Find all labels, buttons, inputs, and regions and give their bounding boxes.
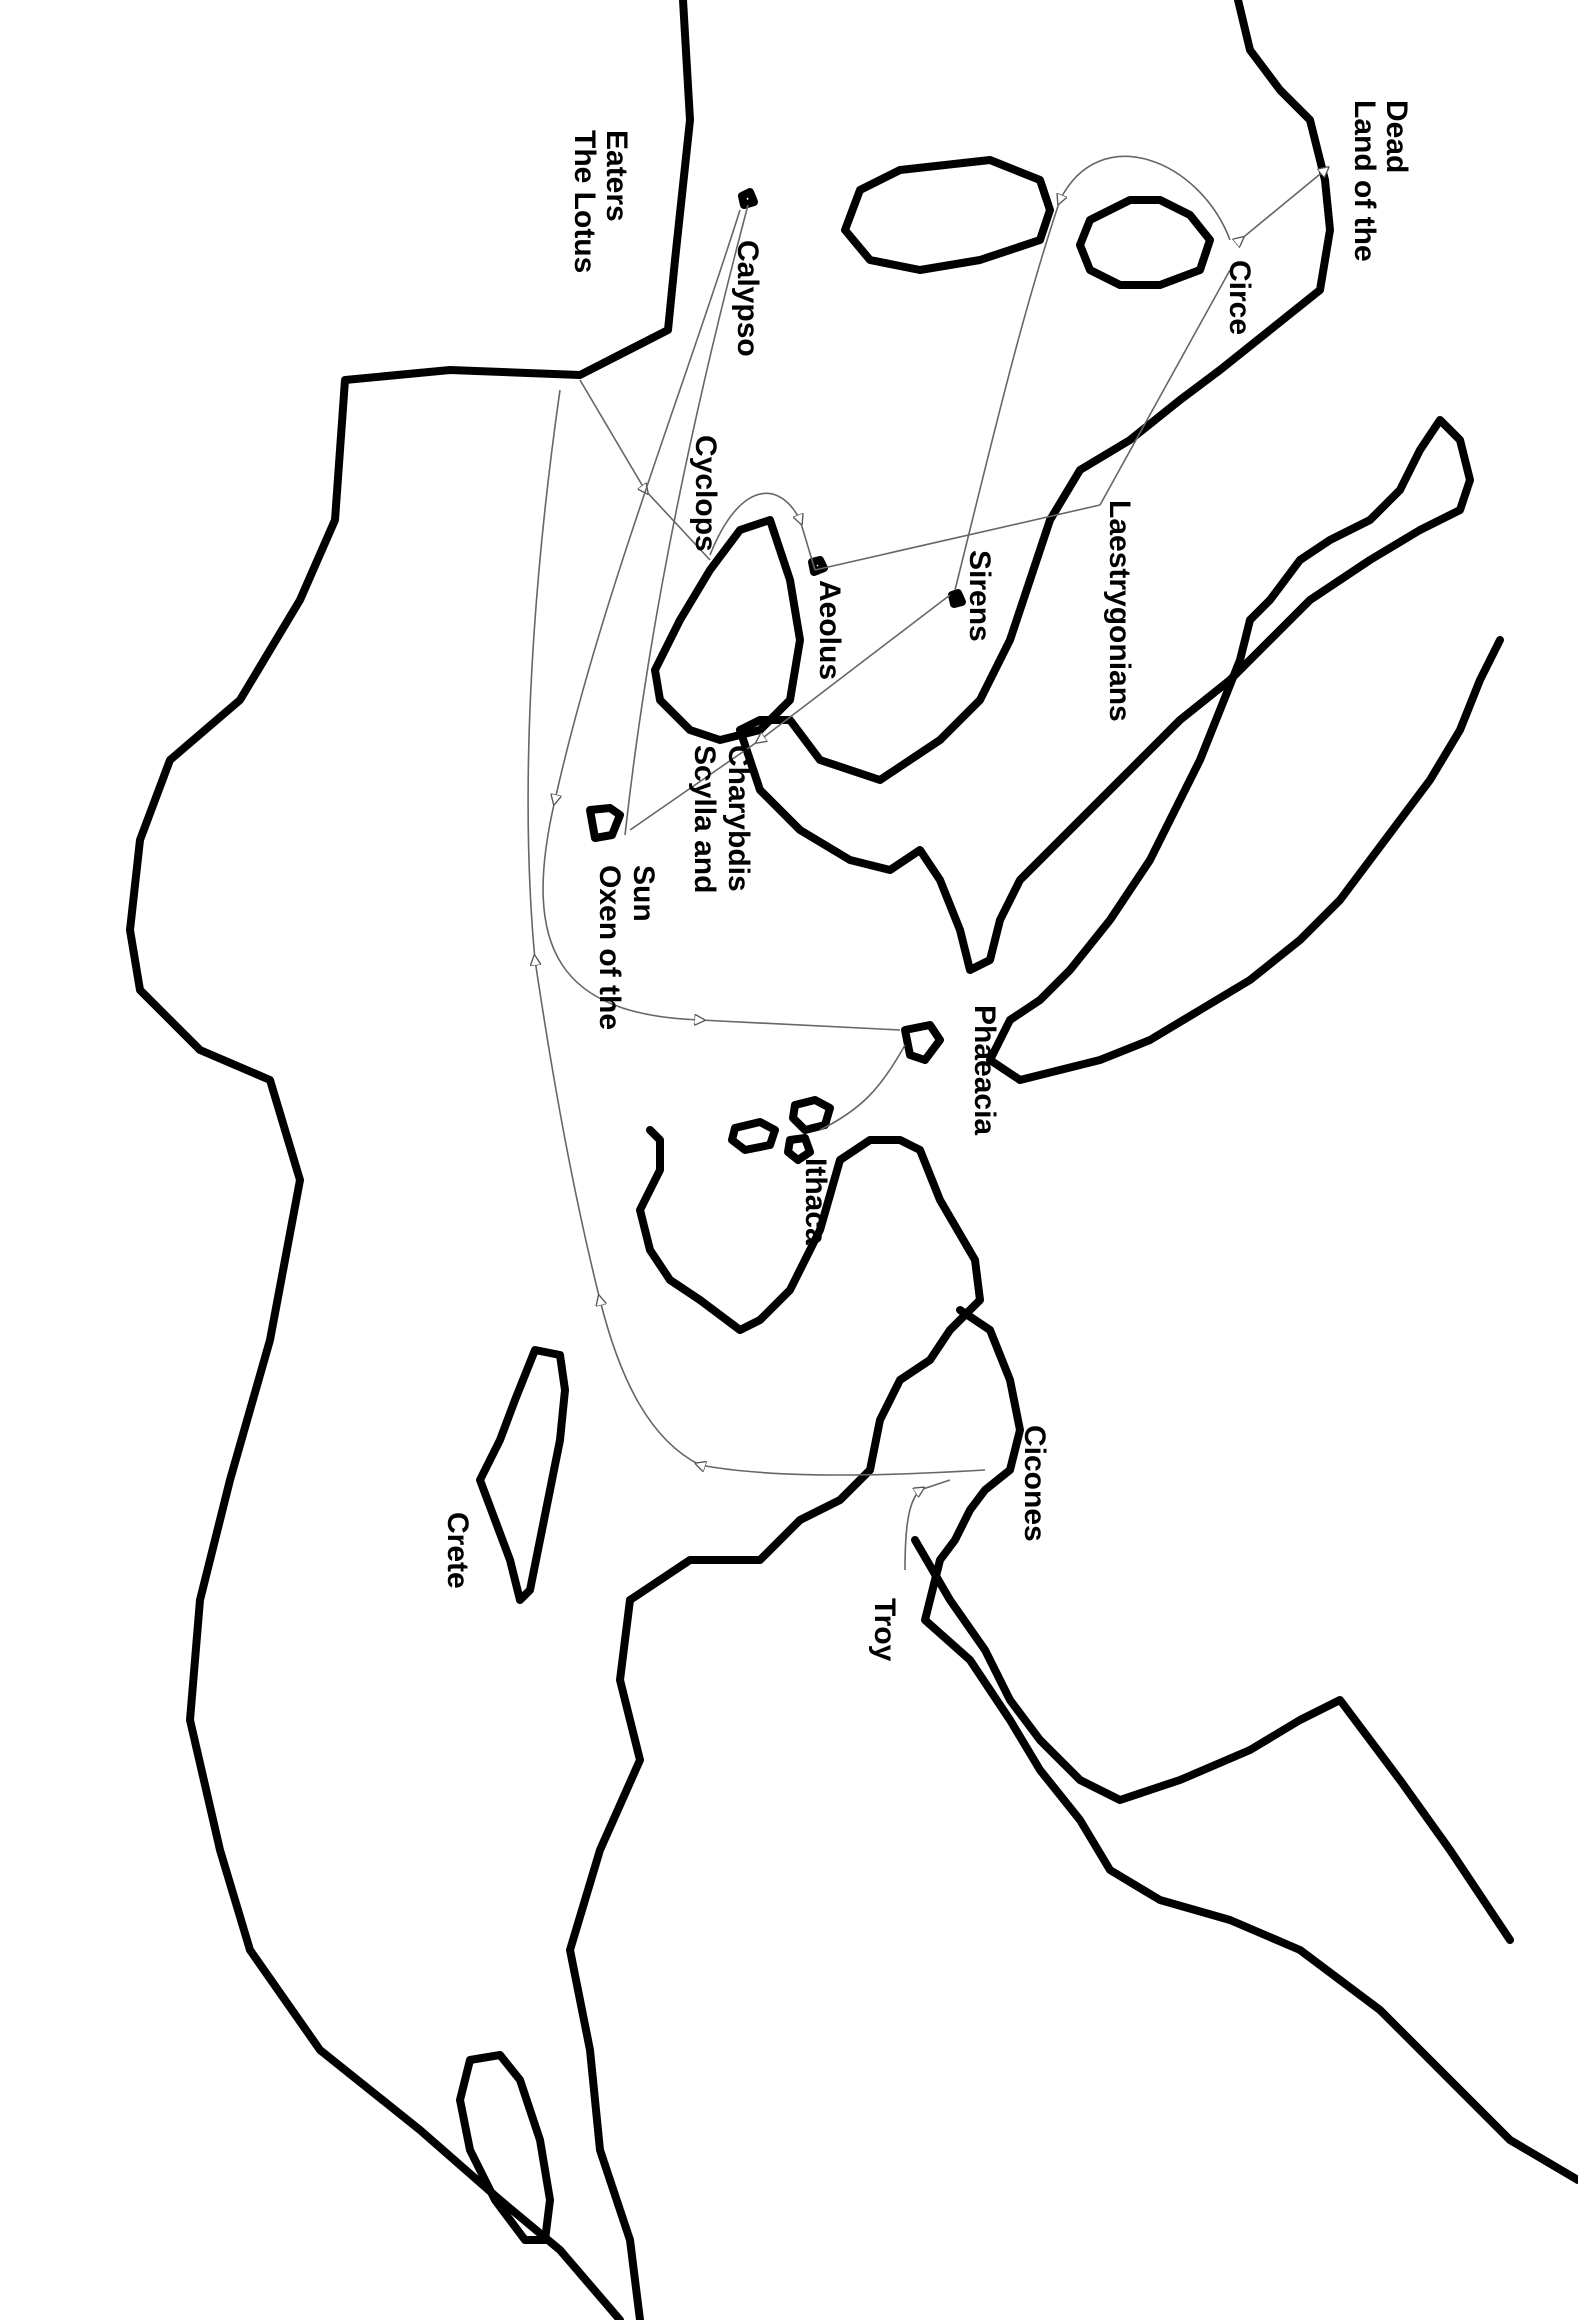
- label-aeolus: Aeolus: [813, 580, 846, 680]
- label-calypso: Calypso: [731, 240, 764, 357]
- label-scylla-and-charybdis: Scylla and Charybdis: [688, 745, 755, 902]
- island-calypso: [738, 188, 758, 209]
- island-circe: [1076, 196, 1214, 289]
- route-circe-sirens: [954, 155, 1231, 591]
- coastlines: [126, 0, 1578, 2320]
- odysseus-route: [527, 155, 1325, 1571]
- island-sirens: [948, 589, 966, 608]
- label-crete: Crete: [441, 1512, 474, 1589]
- route-oxen-calypso: [624, 204, 749, 836]
- label-cyclops: Cyclops: [689, 435, 722, 552]
- label-oxen-of-the-sun: Oxen of the Sun: [593, 865, 660, 1038]
- route-cicones-lotus: [527, 389, 986, 1476]
- island-ithaca-3: [784, 1134, 814, 1164]
- place-labels: Land of the Dead The Lotus Eaters Calyps…: [441, 100, 1413, 1662]
- label-land-of-the-dead: Land of the Dead: [1348, 100, 1413, 270]
- label-ithaca: Ithaca: [799, 1158, 832, 1245]
- coast-west-mainland: [126, 0, 694, 2320]
- route-circe-dead: [1240, 170, 1325, 240]
- route-phaeacia-ithaca: [819, 1044, 906, 1131]
- coast-south-peninsula: [566, 1126, 984, 2320]
- route-laestry-circe: [1099, 269, 1231, 506]
- route-aeolus-laestry: [814, 504, 1101, 571]
- route-calypso-phaeacia: [542, 209, 901, 1031]
- label-laestrygonians: Laestrygonians: [1103, 500, 1136, 722]
- island-oxen: [586, 804, 624, 842]
- label-circe: Circe: [1223, 260, 1256, 335]
- coast-north-gulf: [736, 416, 1474, 974]
- label-cicones: Cicones: [1018, 1425, 1051, 1542]
- island-ithaca-2: [728, 1118, 779, 1154]
- coast-east: [921, 1306, 1578, 2184]
- label-troy: Troy: [868, 1598, 901, 1662]
- label-phaeacia: Phaeacia: [968, 1005, 1001, 1135]
- island-south: [456, 2051, 554, 2244]
- island-central: [651, 516, 804, 744]
- route-troy-cicones: [904, 1479, 951, 1571]
- label-the-lotus-eaters: The Lotus Eaters: [568, 130, 633, 282]
- island-ithaca-1: [789, 1096, 834, 1134]
- coast-north: [736, 0, 1334, 784]
- island-north-left: [841, 156, 1054, 274]
- label-sirens: Sirens: [963, 550, 996, 642]
- island-phaeacia: [901, 1021, 944, 1064]
- coast-east-river: [911, 1536, 1514, 1944]
- coast-north-east: [986, 616, 1504, 1084]
- route-cyclops-aeolus: [709, 492, 816, 571]
- island-crete: [476, 1346, 569, 1604]
